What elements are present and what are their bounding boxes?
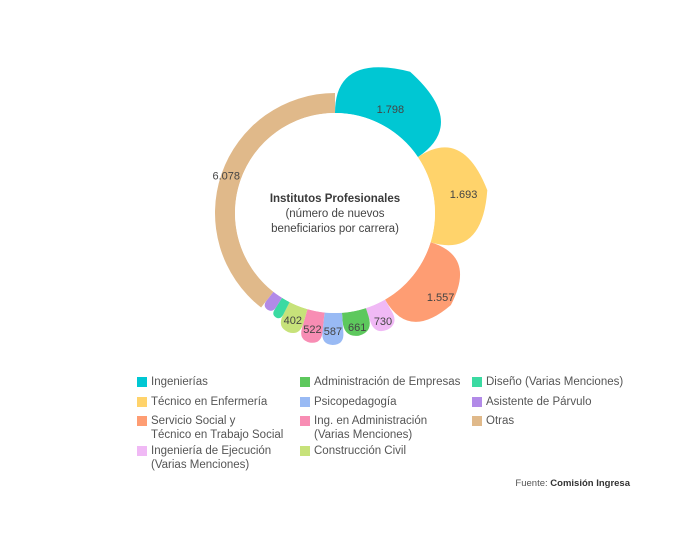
legend-swatch [300,397,310,407]
legend-label-line2: Técnico en Trabajo Social [151,429,284,441]
slice-label: 730 [374,316,392,328]
legend-swatch [472,397,482,407]
pie-slice [335,67,441,158]
legend-label-line1: Servicio Social y [151,415,236,427]
legend-item-servicio-social: Servicio Social y Técnico en Trabajo Soc… [137,414,283,442]
source-name: Comisión Ingresa [550,478,630,489]
chart-subtitle-line2: beneficiarios por carrera) [271,223,399,235]
legend-item-diseno: Diseño (Varias Menciones) [472,375,623,389]
source-note: Fuente: Comisión Ingresa [515,478,630,489]
legend-label: Ing. en Administración (Varias Menciones… [314,414,427,442]
donut-hole [235,113,435,313]
legend-label: Servicio Social y Técnico en Trabajo Soc… [151,414,283,442]
legend-swatch [137,397,147,407]
slice-label: 1.693 [450,189,478,201]
chart-title: Institutos Profesionales [269,193,401,205]
legend-label: Administración de Empresas [314,376,461,388]
source-prefix: Fuente: [515,478,548,489]
legend-item-ingenierias: Ingenierías [137,375,208,389]
legend-swatch [472,377,482,387]
legend-label: Ingeniería de Ejecución (Varias Mencione… [151,444,271,472]
pie-slice [280,302,308,334]
slice-label: 522 [303,324,321,336]
slice-label: 661 [348,322,366,334]
pie-slice [273,297,290,319]
legend-label-line1: Ing. en Administración [314,415,428,427]
slice-label: 1.557 [427,292,455,304]
legend-label-line2: (Varias Menciones) [151,459,250,471]
slice-label: 6.078 [212,171,240,183]
legend-item-construccion-civil: Construcción Civil [300,444,406,458]
slice-label: 587 [324,326,342,338]
legend-item-tecnico-enfermeria: Técnico en Enfermería [137,395,267,409]
slice-label: 402 [284,315,302,327]
legend-item-administracion-empresas: Administración de Empresas [300,375,460,389]
chart-subtitle-line1: (número de nuevos [285,208,385,220]
legend-label: Psicopedagogía [314,396,397,408]
slice-label: 1.798 [377,104,405,116]
pie-slice [417,147,488,246]
legend-swatch [300,377,310,387]
pie-slice [264,291,283,311]
legend-label-line2: (Varias Menciones) [314,429,413,441]
legend-item-ingenieria-ejecucion: Ingeniería de Ejecución (Varias Mencione… [137,444,271,472]
legend-label: Otras [486,415,515,427]
legend-swatch [300,416,310,426]
legend-label: Asistente de Párvulo [486,396,592,408]
legend-item-psicopedagogia: Psicopedagogía [300,395,396,409]
legend-label: Técnico en Enfermería [151,396,268,408]
pie-slice [322,312,344,345]
pie-slice [385,242,461,322]
chart-center-text: Institutos Profesionales (número de nuev… [250,192,420,237]
pie-slice [341,308,370,336]
legend-item-ing-administracion: Ing. en Administración (Varias Menciones… [300,414,427,442]
legend-label-line1: Ingeniería de Ejecución [151,445,272,457]
legend-swatch [472,416,482,426]
legend-swatch [137,377,147,387]
legend-label: Construcción Civil [314,445,407,457]
legend-swatch [300,446,310,456]
pie-slice [215,93,335,308]
pie-slice [301,309,325,343]
legend-label: Diseño (Varias Menciones) [486,376,624,388]
legend-swatch [137,446,147,456]
legend-item-otras: Otras [472,414,514,428]
pie-slice [365,299,395,332]
legend-label: Ingenierías [151,376,208,388]
legend-swatch [137,416,147,426]
legend-item-asistente-parvulo: Asistente de Párvulo [472,395,591,409]
